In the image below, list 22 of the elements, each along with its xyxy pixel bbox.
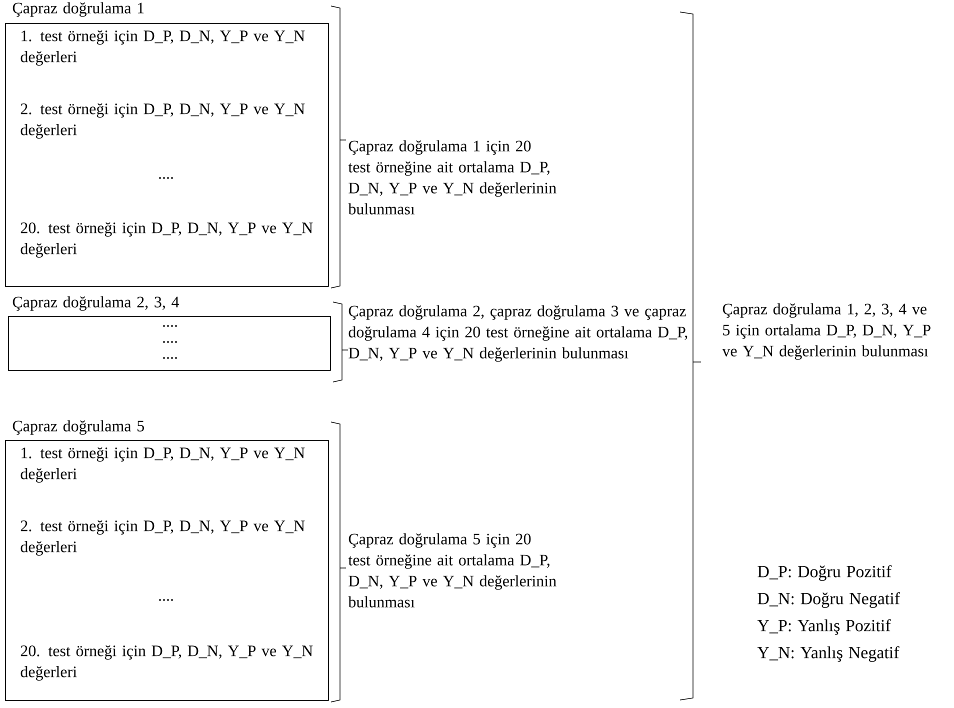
test-sample-text: 20. test örneği için D_P, D_N, Y_P ve Y_N değerleri <box>20 222 313 258</box>
ellipsis: .... <box>163 341 177 343</box>
definition-text: Y_P: Yanlış Pozitif <box>757 619 891 635</box>
ellipsis: .... <box>159 599 173 601</box>
definition-text: D_P: Doğru Pozitif <box>758 565 892 581</box>
fold-heading: Çapraz doğrulama 5 <box>12 420 144 435</box>
test-sample-text: 2. test örneği için D_P, D_N, Y_P ve Y_N değerleri <box>20 103 305 139</box>
summary-text: Çapraz doğrulama 5 için 20 test örneğine ait ortalama D_P, D_N, Y_P ve Y_N değerlerinin bulunması <box>348 533 556 608</box>
ellipsis: .... <box>163 325 177 327</box>
test-sample-text: 1. test örneği için D_P, D_N, Y_P ve Y_N değerleri <box>20 30 305 66</box>
fold-heading: Çapraz doğrulama 1 <box>12 2 144 17</box>
ellipsis: .... <box>163 357 177 359</box>
fold-heading: Çapraz doğrulama 2, 3, 4 <box>12 296 180 311</box>
test-sample-text: 1. test örneği için D_P, D_N, Y_P ve Y_N değerleri <box>20 447 305 483</box>
definition-text: Y_N: Yanlış Negatif <box>757 646 900 662</box>
test-sample-text: 2. test örneği için D_P, D_N, Y_P ve Y_N değerleri <box>20 520 305 556</box>
summary-text: Çapraz doğrulama 2, çapraz doğrulama 3 ve çapraz doğrulama 4 için 20 test örneğine ait ortalama D_P, D_N, Y_P ve Y_N değerlerinin bulunması <box>348 305 688 362</box>
definition-text: D_N: Doğru Negatif <box>758 592 900 608</box>
summary-text: Çapraz doğrulama 1, 2, 3, 4 ve 5 için ortalama D_P, D_N, Y_P ve Y_N değerlerinin bulunması <box>722 303 930 360</box>
summary-text: Çapraz doğrulama 1 için 20 test örneğine ait ortalama D_P, D_N, Y_P ve Y_N değerlerinin bulunması <box>348 140 556 214</box>
test-sample-text: 20. test örneği için D_P, D_N, Y_P ve Y_N değerleri <box>20 645 313 681</box>
ellipsis: .... <box>159 177 173 179</box>
